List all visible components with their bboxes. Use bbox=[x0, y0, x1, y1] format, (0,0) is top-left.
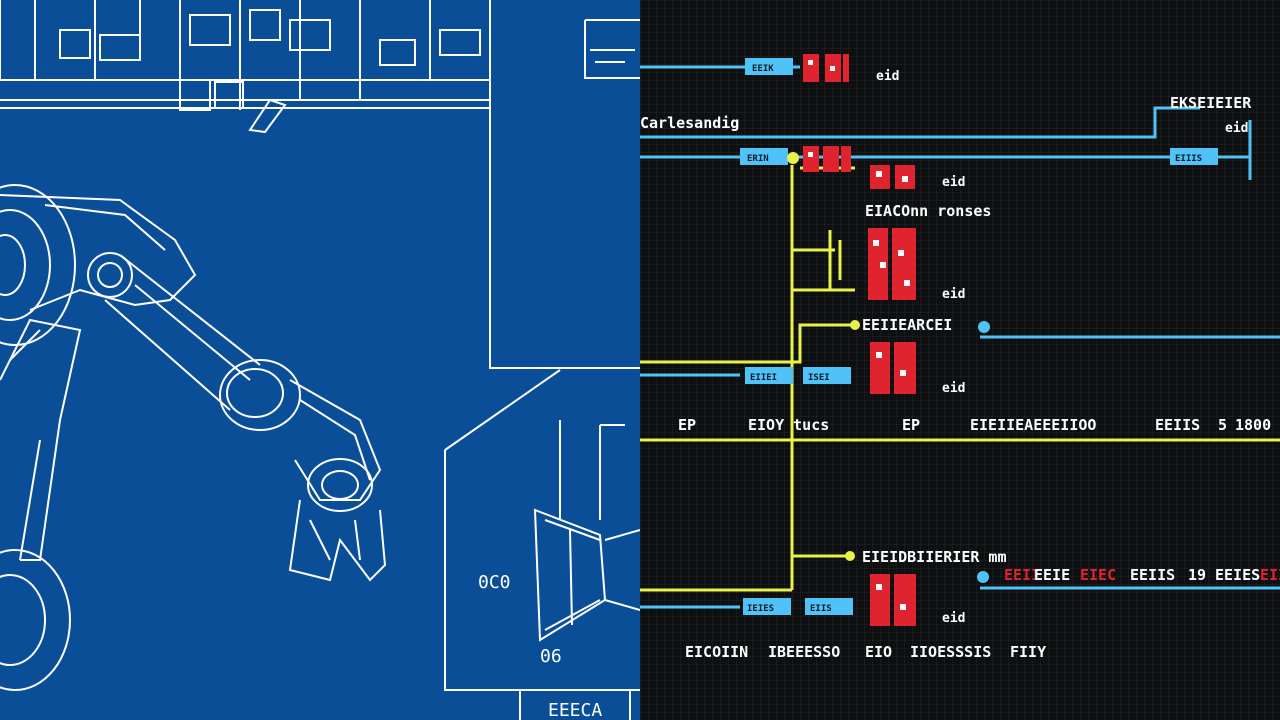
status-2-item-1: EEII bbox=[1004, 566, 1040, 584]
coil-label-5: eid bbox=[942, 611, 965, 626]
funnel-housing-drawing bbox=[444, 369, 640, 720]
rung-tag-6: IEIES bbox=[747, 604, 774, 614]
contact-3 bbox=[870, 165, 915, 189]
rung-tags: EEIK ERIN EIIIS EIIEI ISEI IEIES EIIS bbox=[740, 58, 1218, 615]
ladder-logic-diagram: EEIK ERIN EIIIS EIIEI ISEI IEIES EIIS bbox=[640, 0, 1280, 720]
rung-tag-7: EIIS bbox=[810, 604, 832, 614]
status-2-item-5: 19 bbox=[1188, 566, 1206, 584]
status-2-item-2: EEIE bbox=[1034, 566, 1070, 584]
status-1-item-6: 5 bbox=[1218, 416, 1227, 434]
status-3-item-3: EIO bbox=[865, 643, 892, 661]
status-3-item-5: FIIY bbox=[1010, 643, 1046, 661]
status-1-item-1: EP bbox=[678, 416, 696, 434]
rung-tag-1: EEIK bbox=[752, 64, 774, 74]
status-2-item-3: EIEC bbox=[1080, 566, 1116, 584]
coil-label-6: eid bbox=[1225, 121, 1248, 136]
status-line-2: EEII EEIE EIEC EEIIS 19 EEIES EIIS bbox=[1004, 566, 1280, 584]
coil-label-1: eid bbox=[876, 69, 899, 84]
status-1-item-5: EEIIS bbox=[1155, 416, 1200, 434]
dimension-label-1: 0C0 bbox=[478, 572, 511, 593]
status-line-3: EICOIIN IBEEESSO EIO IIOESSSIS FIIY bbox=[685, 643, 1046, 661]
contact-4 bbox=[868, 228, 916, 300]
coil-label-3: eid bbox=[942, 287, 965, 302]
status-3-item-2: IBEEESSO bbox=[768, 643, 840, 661]
contact-6 bbox=[870, 574, 916, 626]
status-2-item-4: EEIIS bbox=[1130, 566, 1175, 584]
contact-2 bbox=[803, 146, 851, 172]
rail-junction-dots bbox=[787, 152, 990, 583]
status-3-item-4: IIOESSSIS bbox=[910, 643, 991, 661]
rung-tag-3: EIIIS bbox=[1175, 154, 1202, 164]
robot-arm-drawing bbox=[0, 184, 387, 691]
robot-arm-blueprint: 0C0 06 EEECA bbox=[0, 0, 640, 720]
right-panel-outline bbox=[489, 0, 640, 369]
bottom-tag-label: EEECA bbox=[548, 700, 602, 720]
rung-tag-5: ISEI bbox=[808, 373, 830, 383]
status-1-item-2: EIOY tucs bbox=[748, 416, 829, 434]
rung-tag-2: ERIN bbox=[747, 154, 769, 164]
label-middle-2: EEIIEARCEI bbox=[862, 316, 952, 334]
status-2-item-6: EEIES bbox=[1215, 566, 1260, 584]
status-1-item-7: 1800 bbox=[1235, 416, 1271, 434]
contact-symbols bbox=[803, 54, 916, 626]
status-2-item-7: EIIS bbox=[1260, 566, 1280, 584]
label-top-right: EKSEIEIER bbox=[1170, 94, 1252, 112]
status-1-item-3: EP bbox=[902, 416, 920, 434]
ladder-labels: EKSEIEIER Carlesandig EIACOnn ronses EEI… bbox=[640, 69, 1252, 626]
status-line-1: EP EIOY tucs EP EIEIIEAEEEIIOO EEIIS 5 1… bbox=[678, 416, 1271, 434]
coil-label-2: eid bbox=[942, 175, 965, 190]
dimension-label-2: 06 bbox=[540, 646, 562, 667]
top-machinery-drawing bbox=[0, 0, 491, 134]
status-3-item-1: EICOIIN bbox=[685, 643, 748, 661]
contact-5 bbox=[870, 342, 916, 394]
label-middle-1: EIACOnn ronses bbox=[865, 202, 991, 220]
contact-1 bbox=[803, 54, 849, 82]
label-left: Carlesandig bbox=[640, 114, 739, 132]
status-1-item-4: EIEIIEAEEEIIOO bbox=[970, 416, 1096, 434]
label-bottom: EIEIDBIIERIER mm bbox=[862, 548, 1007, 566]
coil-label-4: eid bbox=[942, 381, 965, 396]
rung-tag-4: EIIEI bbox=[750, 373, 777, 383]
